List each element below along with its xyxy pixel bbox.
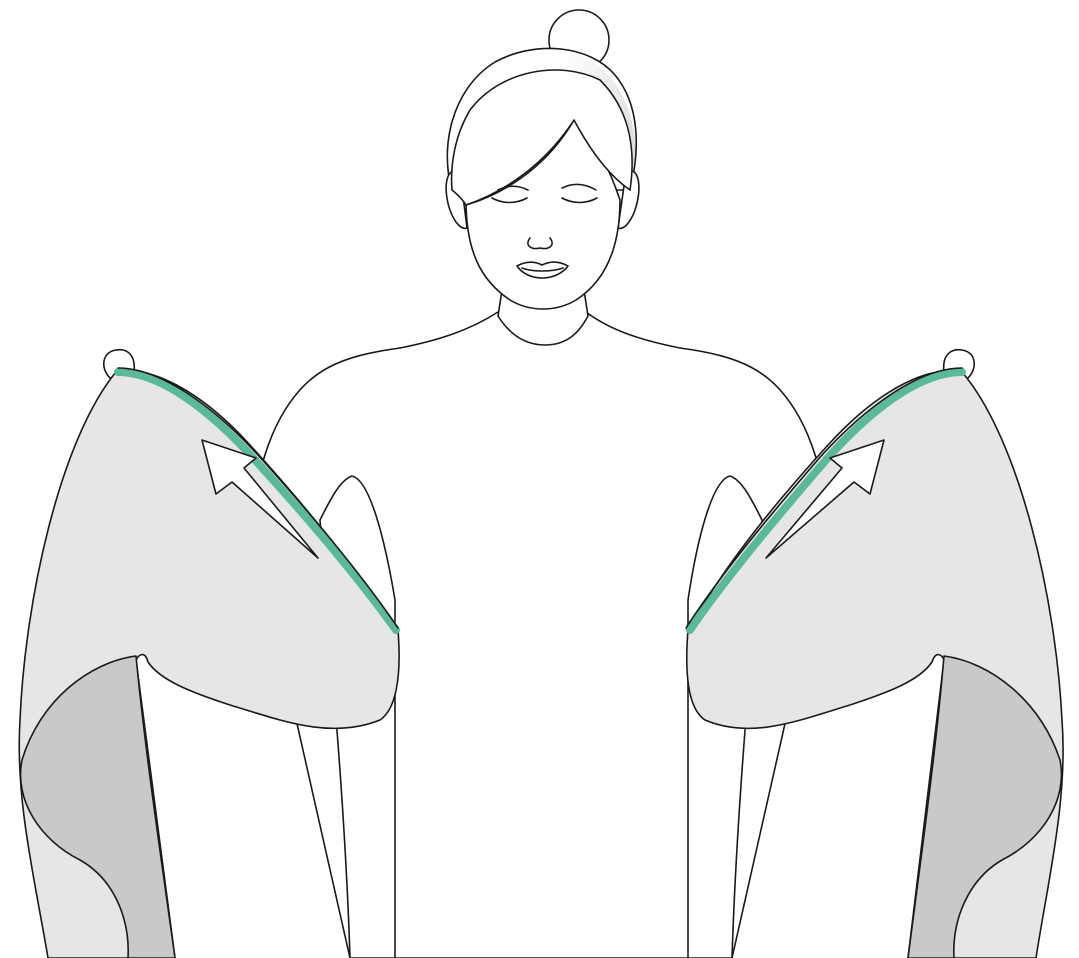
head xyxy=(446,10,639,309)
